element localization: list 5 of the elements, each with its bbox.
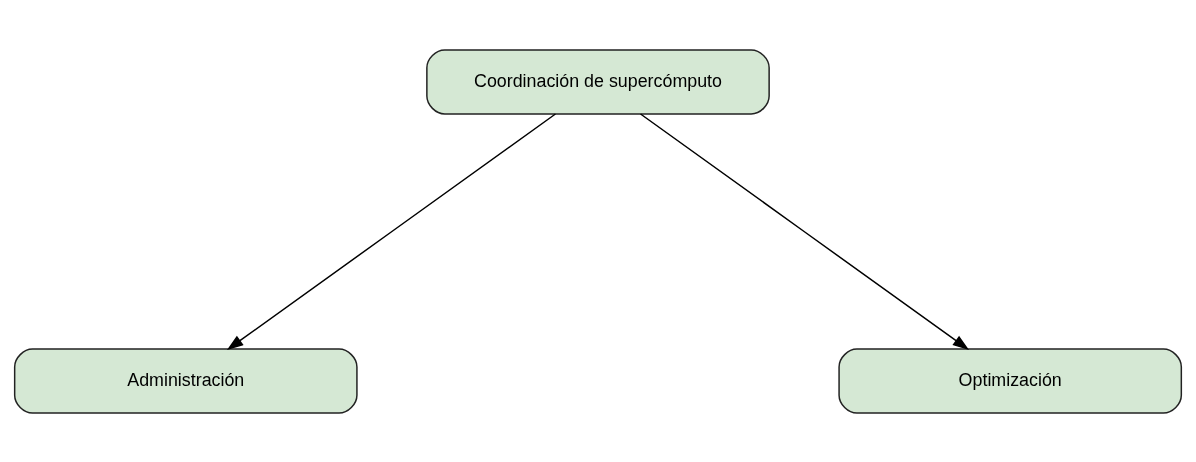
node-box: Administración bbox=[13, 347, 358, 414]
arrow bbox=[226, 112, 557, 350]
node-box: Coordinación de supercómputo bbox=[426, 48, 770, 115]
node-box: Optimización bbox=[838, 347, 1183, 414]
arrow bbox=[639, 112, 970, 350]
